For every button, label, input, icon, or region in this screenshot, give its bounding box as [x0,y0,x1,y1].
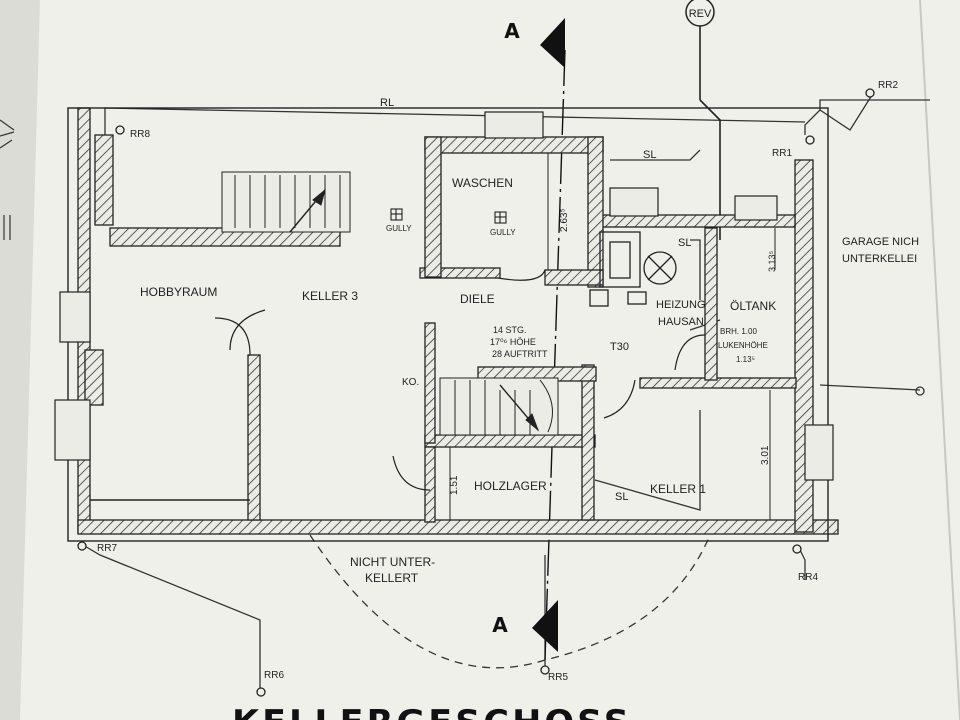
windows [54,111,834,481]
oeltank-luken-value: 1.13⁵ [736,355,755,364]
rr1-label: RR1 [772,148,792,159]
pipe-rl: RL [380,97,394,109]
dim-301: 3.01 [760,445,771,465]
rr2-label: RR2 [878,80,898,91]
garage-line-1: GARAGE NICH [842,236,919,248]
pipe-sl-mid: SL [678,237,691,249]
page-title: KELLERGESCHOSS [232,703,632,720]
section-arrow-top [540,18,565,68]
room-diele: DIELE [460,292,495,306]
oeltank-brh: BRH. 1.00 [720,327,757,336]
rain-drain-points [77,88,875,697]
rr6-label: RR6 [264,670,284,681]
dim-263: 2.63⁵ [559,208,570,232]
dimension-lines [449,153,776,520]
room-heizung: HEIZUNG [656,299,706,311]
rr8-label: RR8 [130,129,150,140]
rr7-label: RR7 [97,543,117,554]
rr4-label: RR4 [798,572,818,583]
oeltank-luken: LUKENHÖHE [718,341,768,350]
room-hobbyraum: HOBBYRAUM [140,285,217,299]
section-mark-bottom: A [492,613,508,637]
gully-label-left: GULLY [386,224,412,233]
pipe-sl-bottom: SL [615,491,628,503]
room-waschen: WASCHEN [452,176,513,190]
heating-equipment [589,231,677,307]
room-hausan: HAUSAN [658,316,704,328]
rev-line [699,25,721,240]
gully-icon [390,208,507,224]
rev-circle [685,0,715,27]
gully-label-right: GULLY [490,228,516,237]
pipe-sl-top: SL [643,149,656,161]
non-basement-arc [309,534,711,669]
door-t30: T30 [610,341,629,353]
room-keller-3: KELLER 3 [302,289,358,303]
edge-marks [0,119,15,240]
dim-151: 1.51 [449,475,460,495]
rev-label: REV [689,8,712,20]
garage-line-2: UNTERKELLEI [842,253,917,265]
section-mark-top: A [504,19,520,43]
stair-height: 17⁰⁶ HÖHE [490,337,536,347]
section-arrow-bottom [532,600,558,652]
room-oeltank: ÖLTANK [730,299,776,313]
room-holzlager: HOLZLAGER [474,479,547,493]
stair-steps: 14 STG. [493,325,527,335]
stairs [221,171,559,436]
nicht-unterkellert-line-2: KELLERT [365,571,419,585]
dim-313: 3.13⁵ [767,250,777,272]
rr5-label: RR5 [548,672,568,683]
room-ko: KO. [402,377,419,388]
stair-tread: 28 AUFTRITT [492,349,548,359]
room-keller-1: KELLER 1 [650,482,706,496]
doors [214,269,706,491]
nicht-unterkellert-line-1: NICHT UNTER- [350,555,435,569]
